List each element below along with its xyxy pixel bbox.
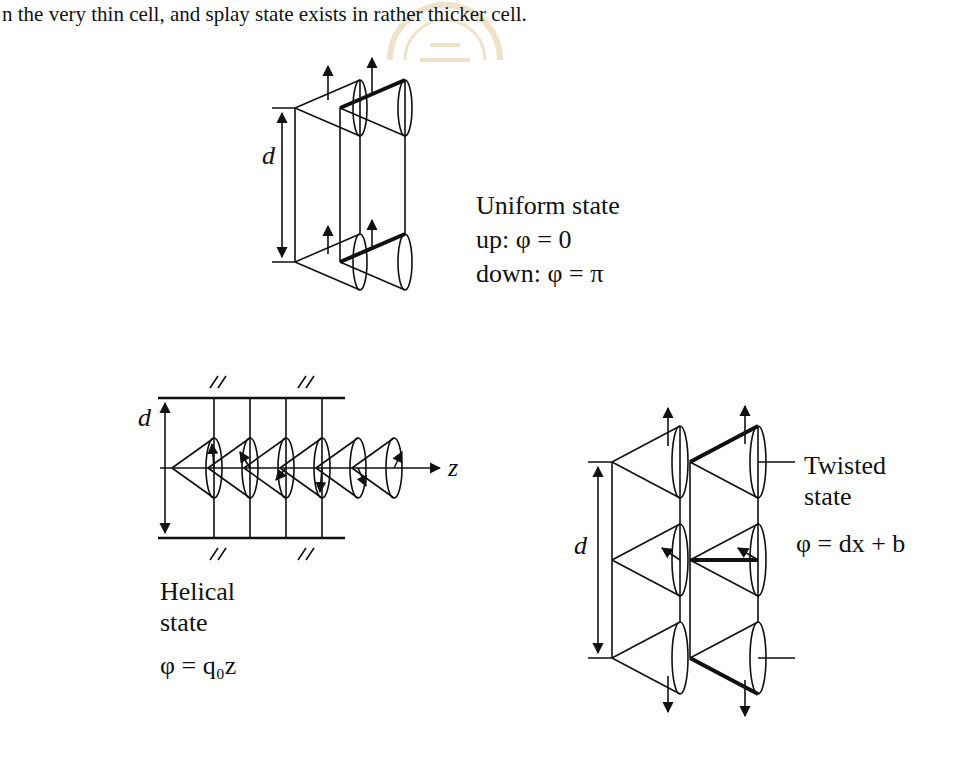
uniform-state-figure: [272, 58, 412, 290]
state-formula: φ = q₀z: [160, 650, 236, 681]
state-name: Twisted state: [804, 450, 914, 512]
state-name: Uniform state: [476, 190, 620, 221]
dimension-label: d: [138, 402, 151, 433]
state-formula: down: φ = π: [476, 258, 603, 289]
state-formula: up: φ = 0: [476, 224, 571, 255]
dimension-label: d: [262, 140, 275, 171]
heading-text: n the very thin cell, and splay state ex…: [2, 2, 527, 27]
twisted-state-figure: [588, 406, 795, 716]
state-formula: φ = dx + b: [796, 528, 905, 559]
helical-state-figure: [158, 376, 440, 560]
axis-label: z: [448, 452, 458, 483]
dimension-label: d: [574, 530, 587, 561]
state-name: Helical state: [160, 576, 270, 638]
